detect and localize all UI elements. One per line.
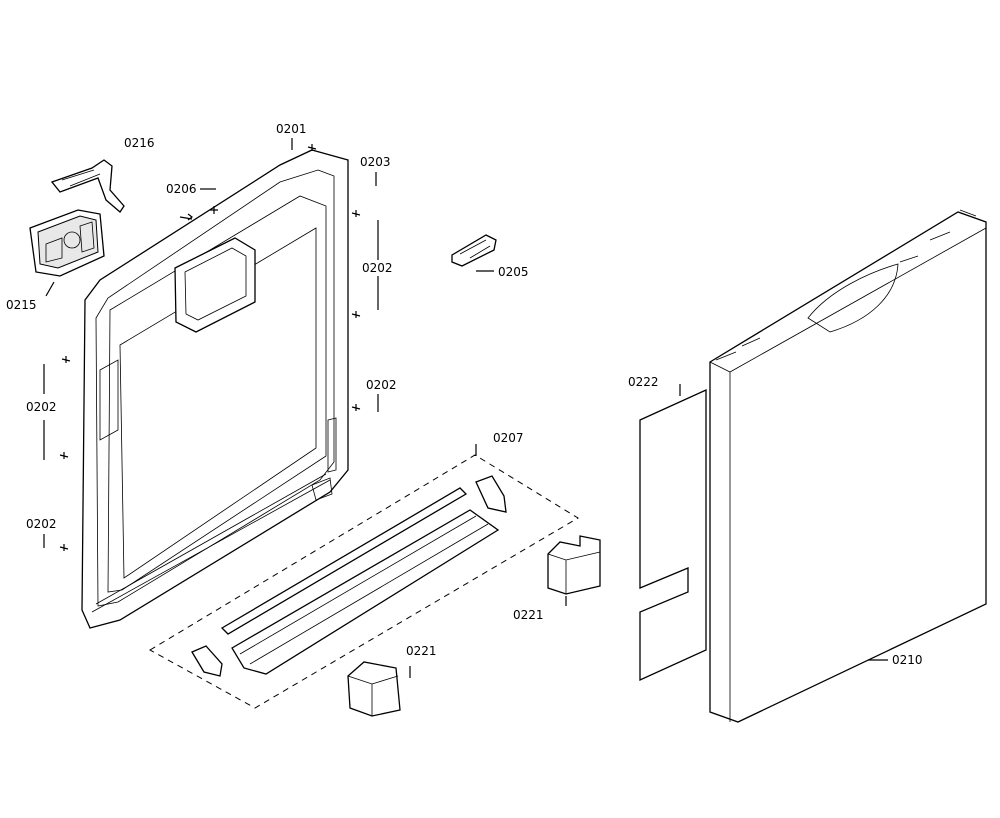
- inner-door-frame[interactable]: [81, 149, 349, 629]
- corner-block-right[interactable]: [547, 535, 601, 595]
- control-module[interactable]: [29, 209, 105, 277]
- bottom-kit[interactable]: [148, 454, 579, 709]
- label-0216: 0216: [124, 136, 155, 150]
- label-0202-left-upper: 0202: [26, 400, 57, 414]
- cover-bracket[interactable]: [50, 159, 125, 213]
- hinge-clip[interactable]: [451, 234, 497, 267]
- part-labels: 0201 0202 0202 0202 0202 0203 0205 0206 …: [6, 122, 923, 667]
- label-0205: 0205: [498, 265, 529, 279]
- outer-door-panel[interactable]: [709, 209, 987, 723]
- label-0203: 0203: [360, 155, 391, 169]
- label-0221-bottom: 0221: [406, 644, 437, 658]
- label-0222: 0222: [628, 375, 659, 389]
- label-0206: 0206: [166, 182, 197, 196]
- label-0221-right: 0221: [513, 608, 544, 622]
- label-0202-right-lower: 0202: [366, 378, 397, 392]
- label-0202-right-upper: 0202: [362, 261, 393, 275]
- label-0201: 0201: [276, 122, 307, 136]
- insulation-panel[interactable]: [639, 388, 707, 682]
- label-0210: 0210: [892, 653, 923, 667]
- corner-block-bottom[interactable]: [347, 661, 401, 717]
- label-0207: 0207: [493, 431, 524, 445]
- screw-icons: [59, 144, 361, 551]
- leader-lines: [43, 138, 888, 678]
- label-0202-left-lower: 0202: [26, 517, 57, 531]
- label-0215: 0215: [6, 298, 37, 312]
